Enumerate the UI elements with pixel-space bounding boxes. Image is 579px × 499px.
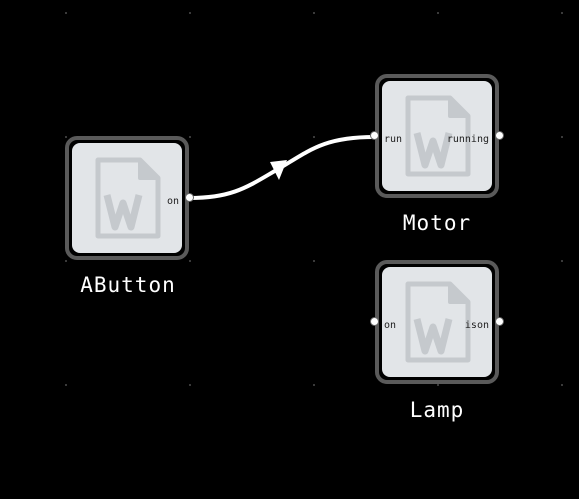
word-document-icon: [405, 95, 471, 177]
grid-dot: [561, 12, 563, 14]
node-body: [382, 267, 492, 377]
grid-dot: [189, 12, 191, 14]
input-port-label: on: [384, 320, 397, 331]
word-document-icon: [95, 157, 161, 239]
node-body: [382, 81, 492, 191]
node-lamp[interactable]: on ison: [370, 260, 504, 384]
grid-dot: [437, 12, 439, 14]
grid-dot: [189, 384, 191, 386]
output-port-label: running: [446, 134, 489, 145]
grid-dot: [313, 260, 315, 262]
output-port-ison[interactable]: [495, 317, 504, 326]
grid-dot: [313, 384, 315, 386]
node-title-abutton: AButton: [80, 273, 176, 297]
node-abutton[interactable]: on: [65, 136, 194, 260]
grid-dot: [313, 136, 315, 138]
node-body: [72, 143, 182, 253]
node-title-motor: Motor: [402, 211, 472, 235]
grid-dot: [65, 12, 67, 14]
input-port-label: run: [384, 134, 403, 145]
grid-dot: [189, 260, 191, 262]
grid-dot: [561, 260, 563, 262]
grid-dot: [313, 12, 315, 14]
output-port-running[interactable]: [495, 131, 504, 140]
grid-dot: [561, 384, 563, 386]
grid-dot: [65, 136, 67, 138]
node-title-lamp: Lamp: [409, 398, 465, 422]
output-port-on[interactable]: [185, 193, 194, 202]
grid-dot: [437, 384, 439, 386]
connection-arrow-icon: [270, 160, 287, 180]
grid-dot: [65, 260, 67, 262]
grid-dot: [65, 384, 67, 386]
connection-wire-abutton-on-motor-run[interactable]: [188, 135, 376, 200]
grid-dot: [189, 136, 191, 138]
output-port-label: ison: [464, 320, 489, 331]
node-motor[interactable]: run running: [370, 74, 504, 198]
word-document-icon: [405, 281, 471, 363]
input-port-run[interactable]: [370, 131, 379, 140]
input-port-on[interactable]: [370, 317, 379, 326]
output-port-label: on: [166, 196, 179, 207]
grid-dot: [561, 136, 563, 138]
